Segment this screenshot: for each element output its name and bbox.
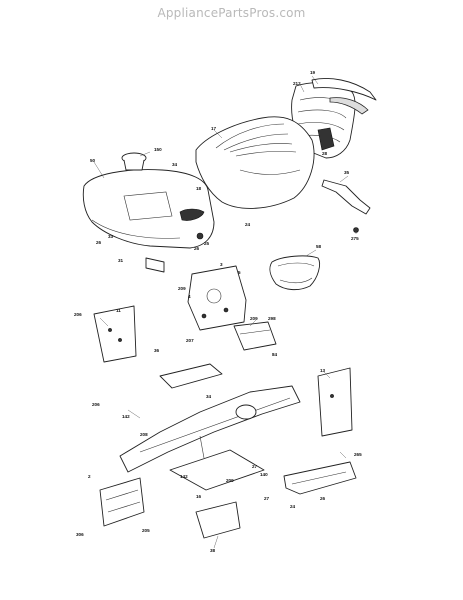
leader-lines: [93, 75, 357, 549]
footrest-left: [159, 363, 223, 389]
callout-16: 16: [196, 494, 202, 499]
belt-guard: [269, 255, 321, 291]
callout-306: 306: [76, 532, 84, 537]
callout-26-center: 26: [194, 246, 200, 251]
callout-19: 19: [310, 70, 316, 75]
callout-31: 31: [118, 258, 124, 263]
callout-142-center: 142: [180, 474, 188, 479]
callout-265: 265: [354, 452, 362, 457]
callout-17: 17: [211, 126, 217, 131]
callout-35: 35: [344, 170, 350, 175]
callout-4: 4: [188, 294, 191, 299]
right-side-panel: [317, 367, 353, 437]
callout-38: 38: [210, 548, 216, 553]
callout-209-right: 209: [250, 316, 258, 321]
callout-150: 150: [154, 147, 162, 152]
callout-11: 11: [116, 308, 121, 313]
callout-212: 212: [293, 81, 301, 86]
callout-209-lower: 209: [226, 478, 234, 483]
fender-pan: [82, 152, 215, 249]
callout-206-lower: 206: [92, 402, 100, 407]
footrest-right: [283, 461, 357, 495]
callout-24: 24: [245, 222, 251, 227]
mount-bracket: [195, 501, 241, 539]
callout-34-lower: 34: [206, 394, 212, 399]
callout-36: 36: [154, 348, 160, 353]
callout-205: 205: [142, 528, 150, 533]
main-frame: [119, 385, 301, 491]
callout-labels: 19 212 17 28 150 50 34 18 35 275 24 26 3…: [74, 70, 362, 553]
callout-84: 84: [272, 352, 278, 357]
callout-28: 28: [322, 151, 328, 156]
callout-34: 34: [172, 162, 178, 167]
front-grille-assembly: [291, 78, 377, 159]
callout-140: 140: [260, 472, 268, 477]
callout-27-lower: 27: [264, 496, 270, 501]
callout-13: 13: [320, 368, 326, 373]
callout-24-lower: 24: [290, 504, 296, 509]
callout-26-lower: 26: [320, 496, 326, 501]
callout-209-top: 209: [178, 286, 186, 291]
callout-3: 3: [220, 262, 223, 267]
callout-298: 298: [268, 316, 276, 321]
dash-panel: [145, 257, 247, 331]
callout-2: 2: [88, 474, 91, 479]
hood: [195, 116, 315, 209]
callout-206-left: 206: [74, 312, 82, 317]
callout-18: 18: [196, 186, 202, 191]
callout-50: 50: [90, 158, 96, 163]
callout-26-left: 26: [96, 240, 102, 245]
left-side-panel: [93, 305, 137, 363]
front-bumper-plate: [99, 477, 145, 527]
callout-58: 58: [316, 244, 322, 249]
callout-142-left: 142: [122, 414, 130, 419]
hood-bracket: [321, 179, 371, 233]
callout-27-upper: 27: [252, 464, 258, 469]
callout-25: 25: [204, 241, 210, 246]
callout-275: 275: [351, 236, 359, 241]
callout-208: 208: [140, 432, 148, 437]
callout-5: 5: [238, 270, 241, 275]
battery-box: [233, 321, 277, 351]
callout-33: 33: [108, 234, 114, 239]
callout-207: 207: [186, 338, 194, 343]
site-header: AppliancePartsPros.com: [157, 6, 306, 20]
